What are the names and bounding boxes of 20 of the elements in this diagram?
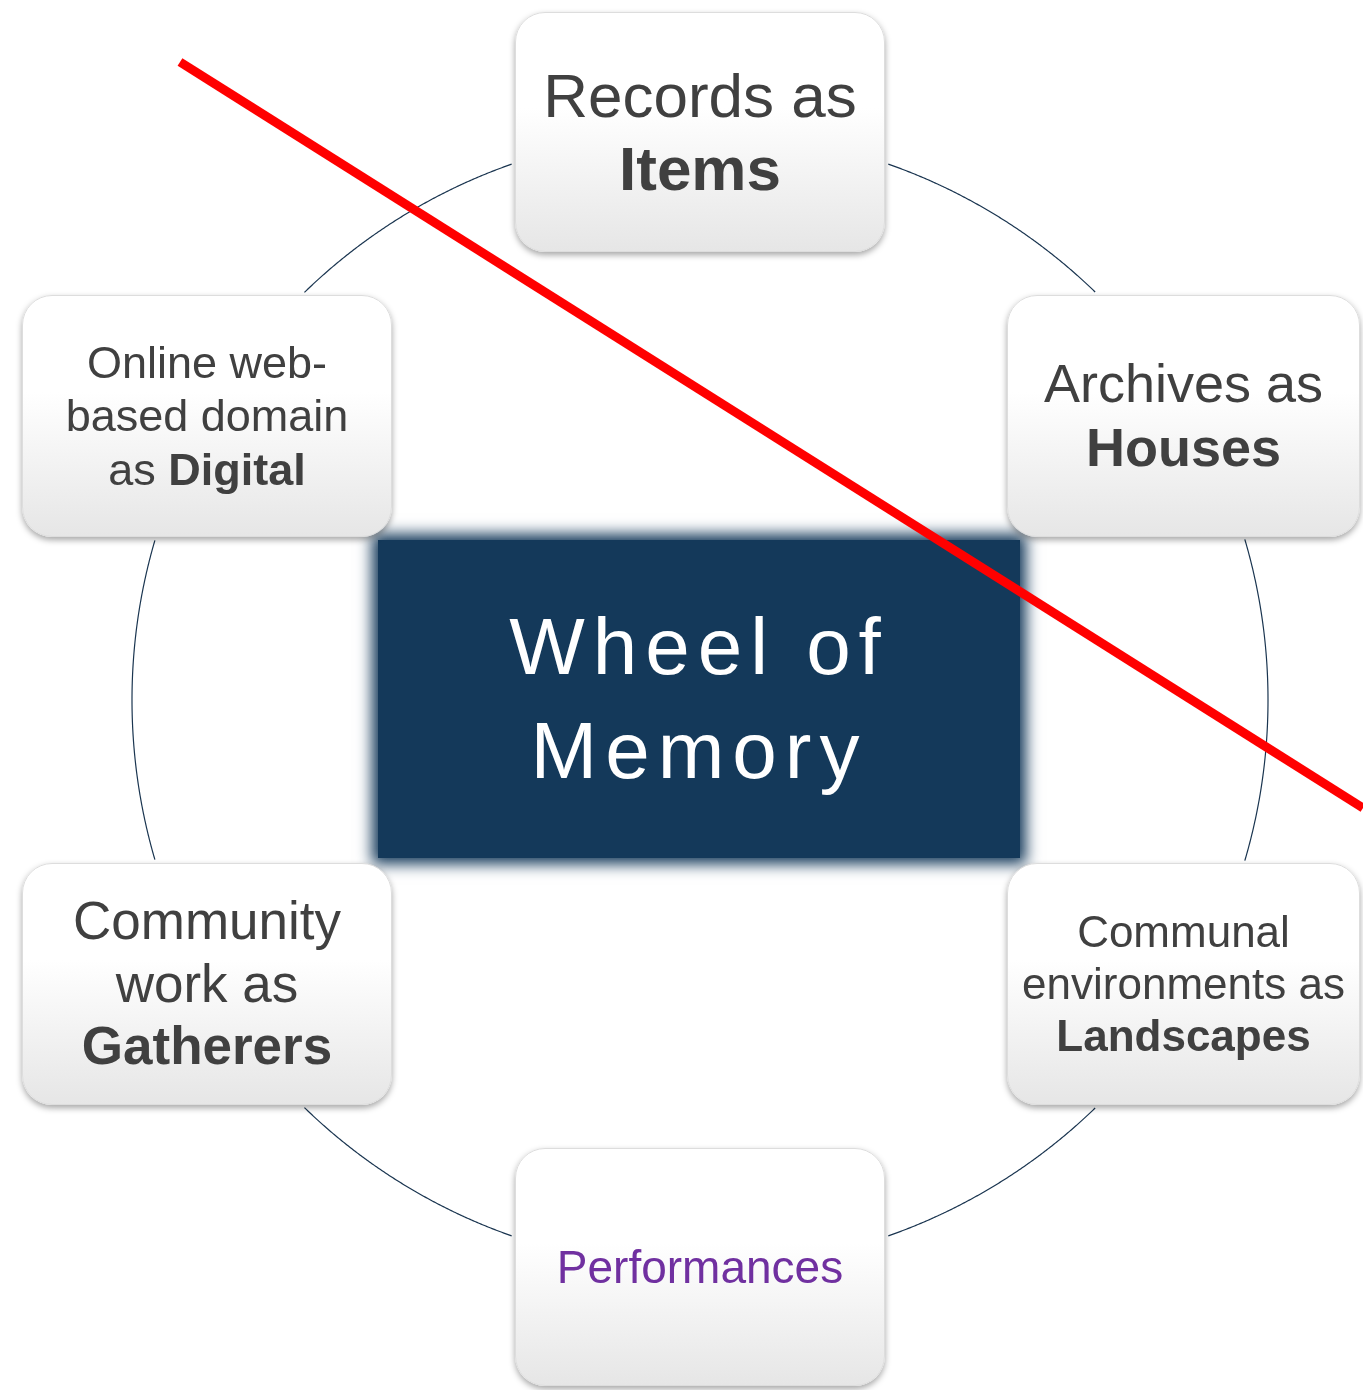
circle-arc-connector [303,163,513,293]
title-box [378,540,1020,858]
rounded-card [515,12,885,252]
rounded-card [22,295,392,537]
card-text: Archives as Houses [1042,352,1325,479]
circle-arc-connector [1244,538,1269,862]
rounded-card [22,863,392,1105]
card-text: Communal environments as Landscapes [1021,906,1346,1062]
circle-arc-connector [887,1107,1096,1237]
rounded-card [1007,295,1360,537]
card-text: Community work as Gatherers [72,890,342,1078]
title-text: Wheel of Memory [508,601,890,797]
card-text: Performances [556,1239,844,1295]
rounded-card [1007,863,1360,1105]
card-text: Online web-based domain as Digital [64,336,350,496]
rounded-card [515,1148,885,1386]
circle-arc-connector [131,539,156,861]
circle-arc-connector [303,1107,513,1237]
card-text: Records as Items [542,59,858,205]
circle-arc-connector [887,163,1096,293]
